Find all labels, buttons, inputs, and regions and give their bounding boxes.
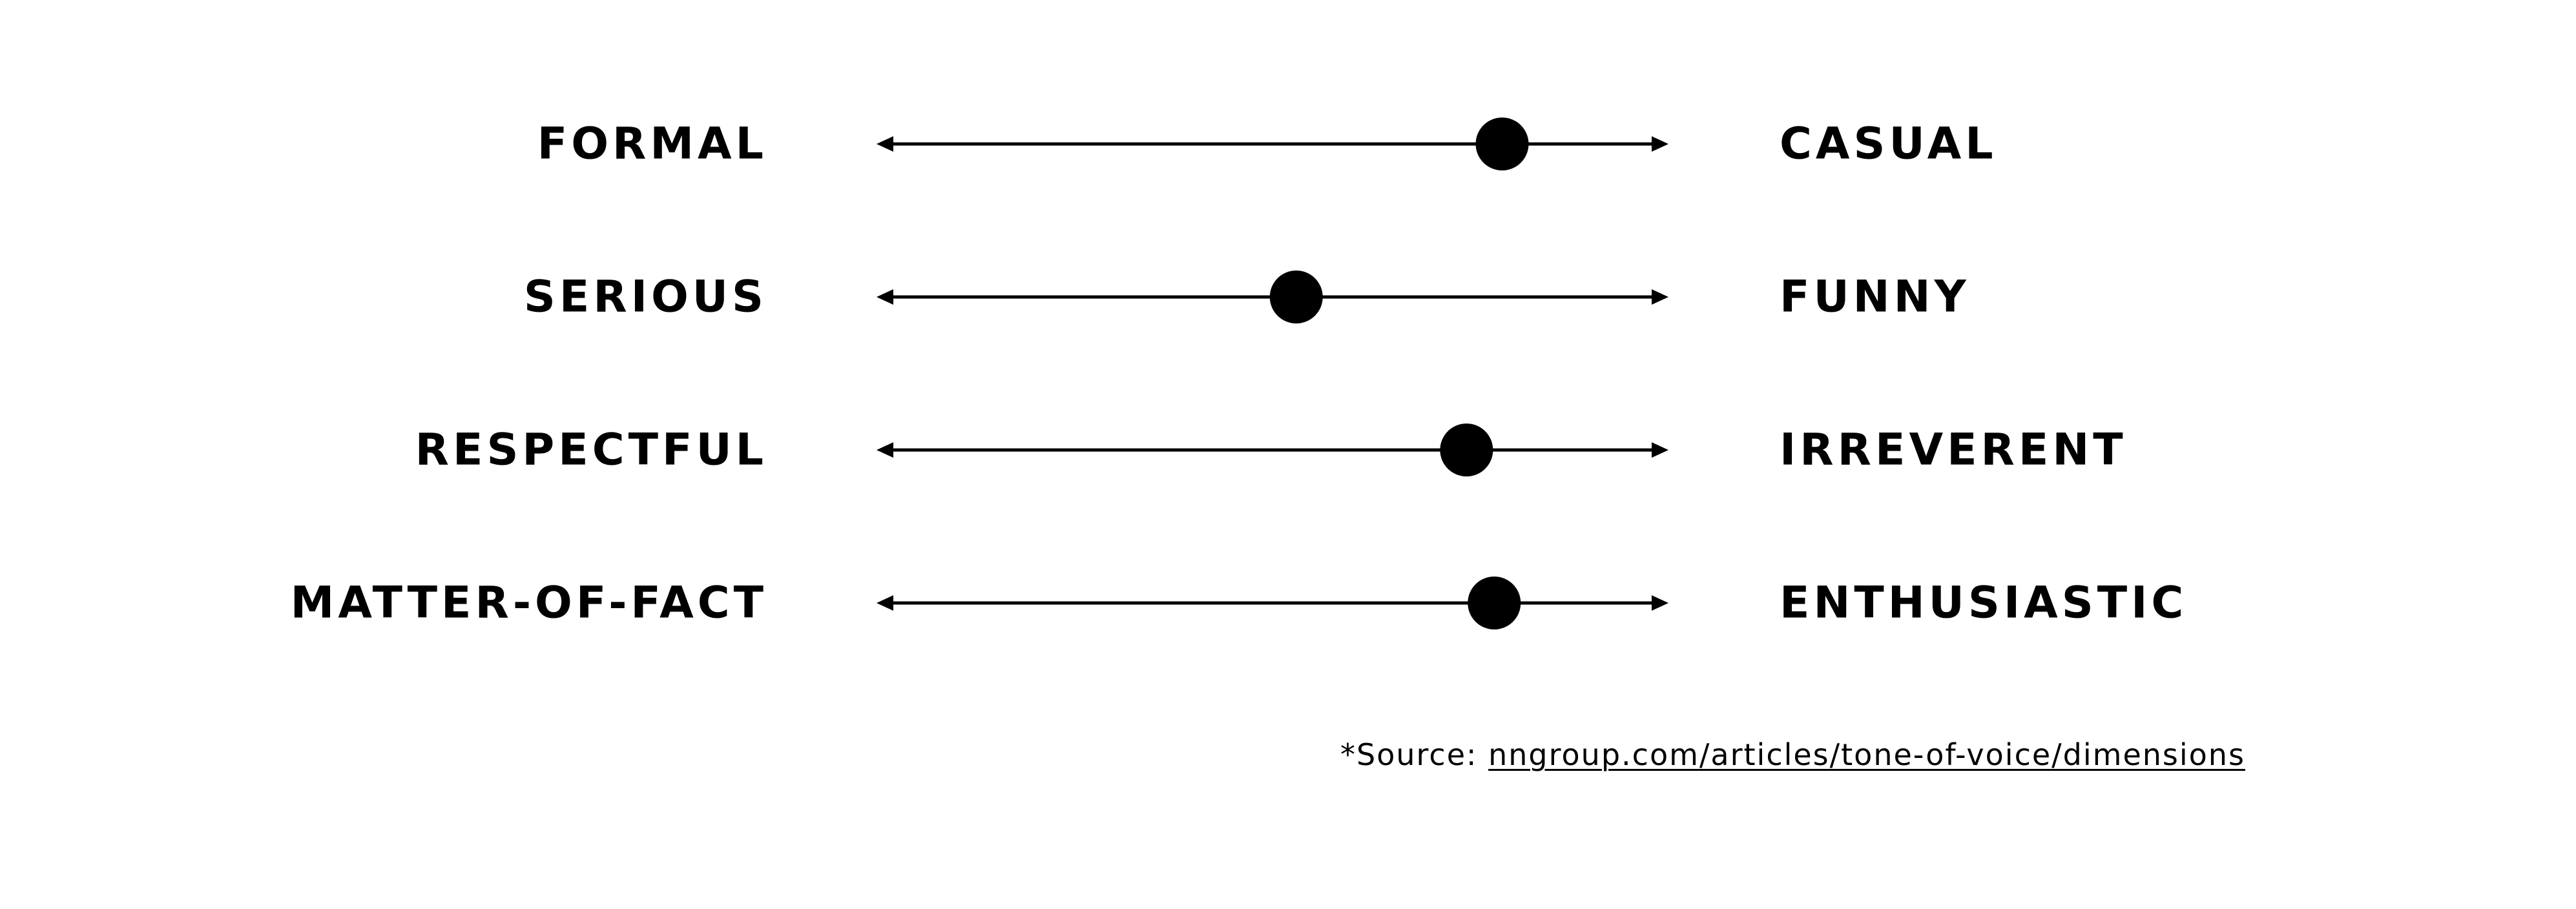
dimension-row-formal-casual: FORMAL CASUAL <box>0 105 2576 183</box>
slider-knob[interactable] <box>1269 271 1323 323</box>
slider-graphic <box>877 117 1668 170</box>
slider-knob[interactable] <box>1468 577 1521 629</box>
arrow-right-icon <box>1652 136 1668 152</box>
source-prefix: *Source: <box>1340 737 1489 772</box>
source-note: *Source: nngroup.com/articles/tone-of-vo… <box>1340 737 2245 772</box>
slider-knob[interactable] <box>1440 424 1493 476</box>
arrow-left-icon <box>877 136 893 152</box>
arrow-right-icon <box>1652 289 1668 305</box>
dimension-right-label: CASUAL <box>1780 118 1997 170</box>
dimension-left-label: RESPECTFUL <box>415 424 767 476</box>
dimension-left-label: FORMAL <box>537 118 767 170</box>
dimension-left-label: SERIOUS <box>523 271 767 323</box>
dimension-right-label: FUNNY <box>1780 271 1970 323</box>
arrow-right-icon <box>1652 595 1668 611</box>
tone-slider-serious-funny[interactable] <box>869 258 1676 336</box>
arrow-left-icon <box>877 595 893 611</box>
dimension-row-matter-of-fact-enthusiastic: MATTER-OF-FACT ENTHUSIASTIC <box>0 564 2576 642</box>
arrow-right-icon <box>1652 442 1668 458</box>
tone-slider-formal-casual[interactable] <box>869 105 1676 183</box>
source-link[interactable]: nngroup.com/articles/tone-of-voice/dimen… <box>1488 737 2245 772</box>
dimension-row-serious-funny: SERIOUS FUNNY <box>0 258 2576 336</box>
slider-graphic <box>877 424 1668 476</box>
dimension-left-label: MATTER-OF-FACT <box>290 577 767 629</box>
dimension-right-label: ENTHUSIASTIC <box>1780 577 2188 629</box>
arrow-left-icon <box>877 442 893 458</box>
dimension-row-respectful-irreverent: RESPECTFUL IRREVERENT <box>0 411 2576 489</box>
arrow-left-icon <box>877 289 893 305</box>
tone-slider-respectful-irreverent[interactable] <box>869 411 1676 489</box>
tone-slider-matter-of-fact-enthusiastic[interactable] <box>869 564 1676 642</box>
slider-graphic <box>877 271 1668 323</box>
slider-graphic <box>877 577 1668 629</box>
slider-knob[interactable] <box>1475 117 1529 170</box>
dimension-right-label: IRREVERENT <box>1780 424 2127 476</box>
